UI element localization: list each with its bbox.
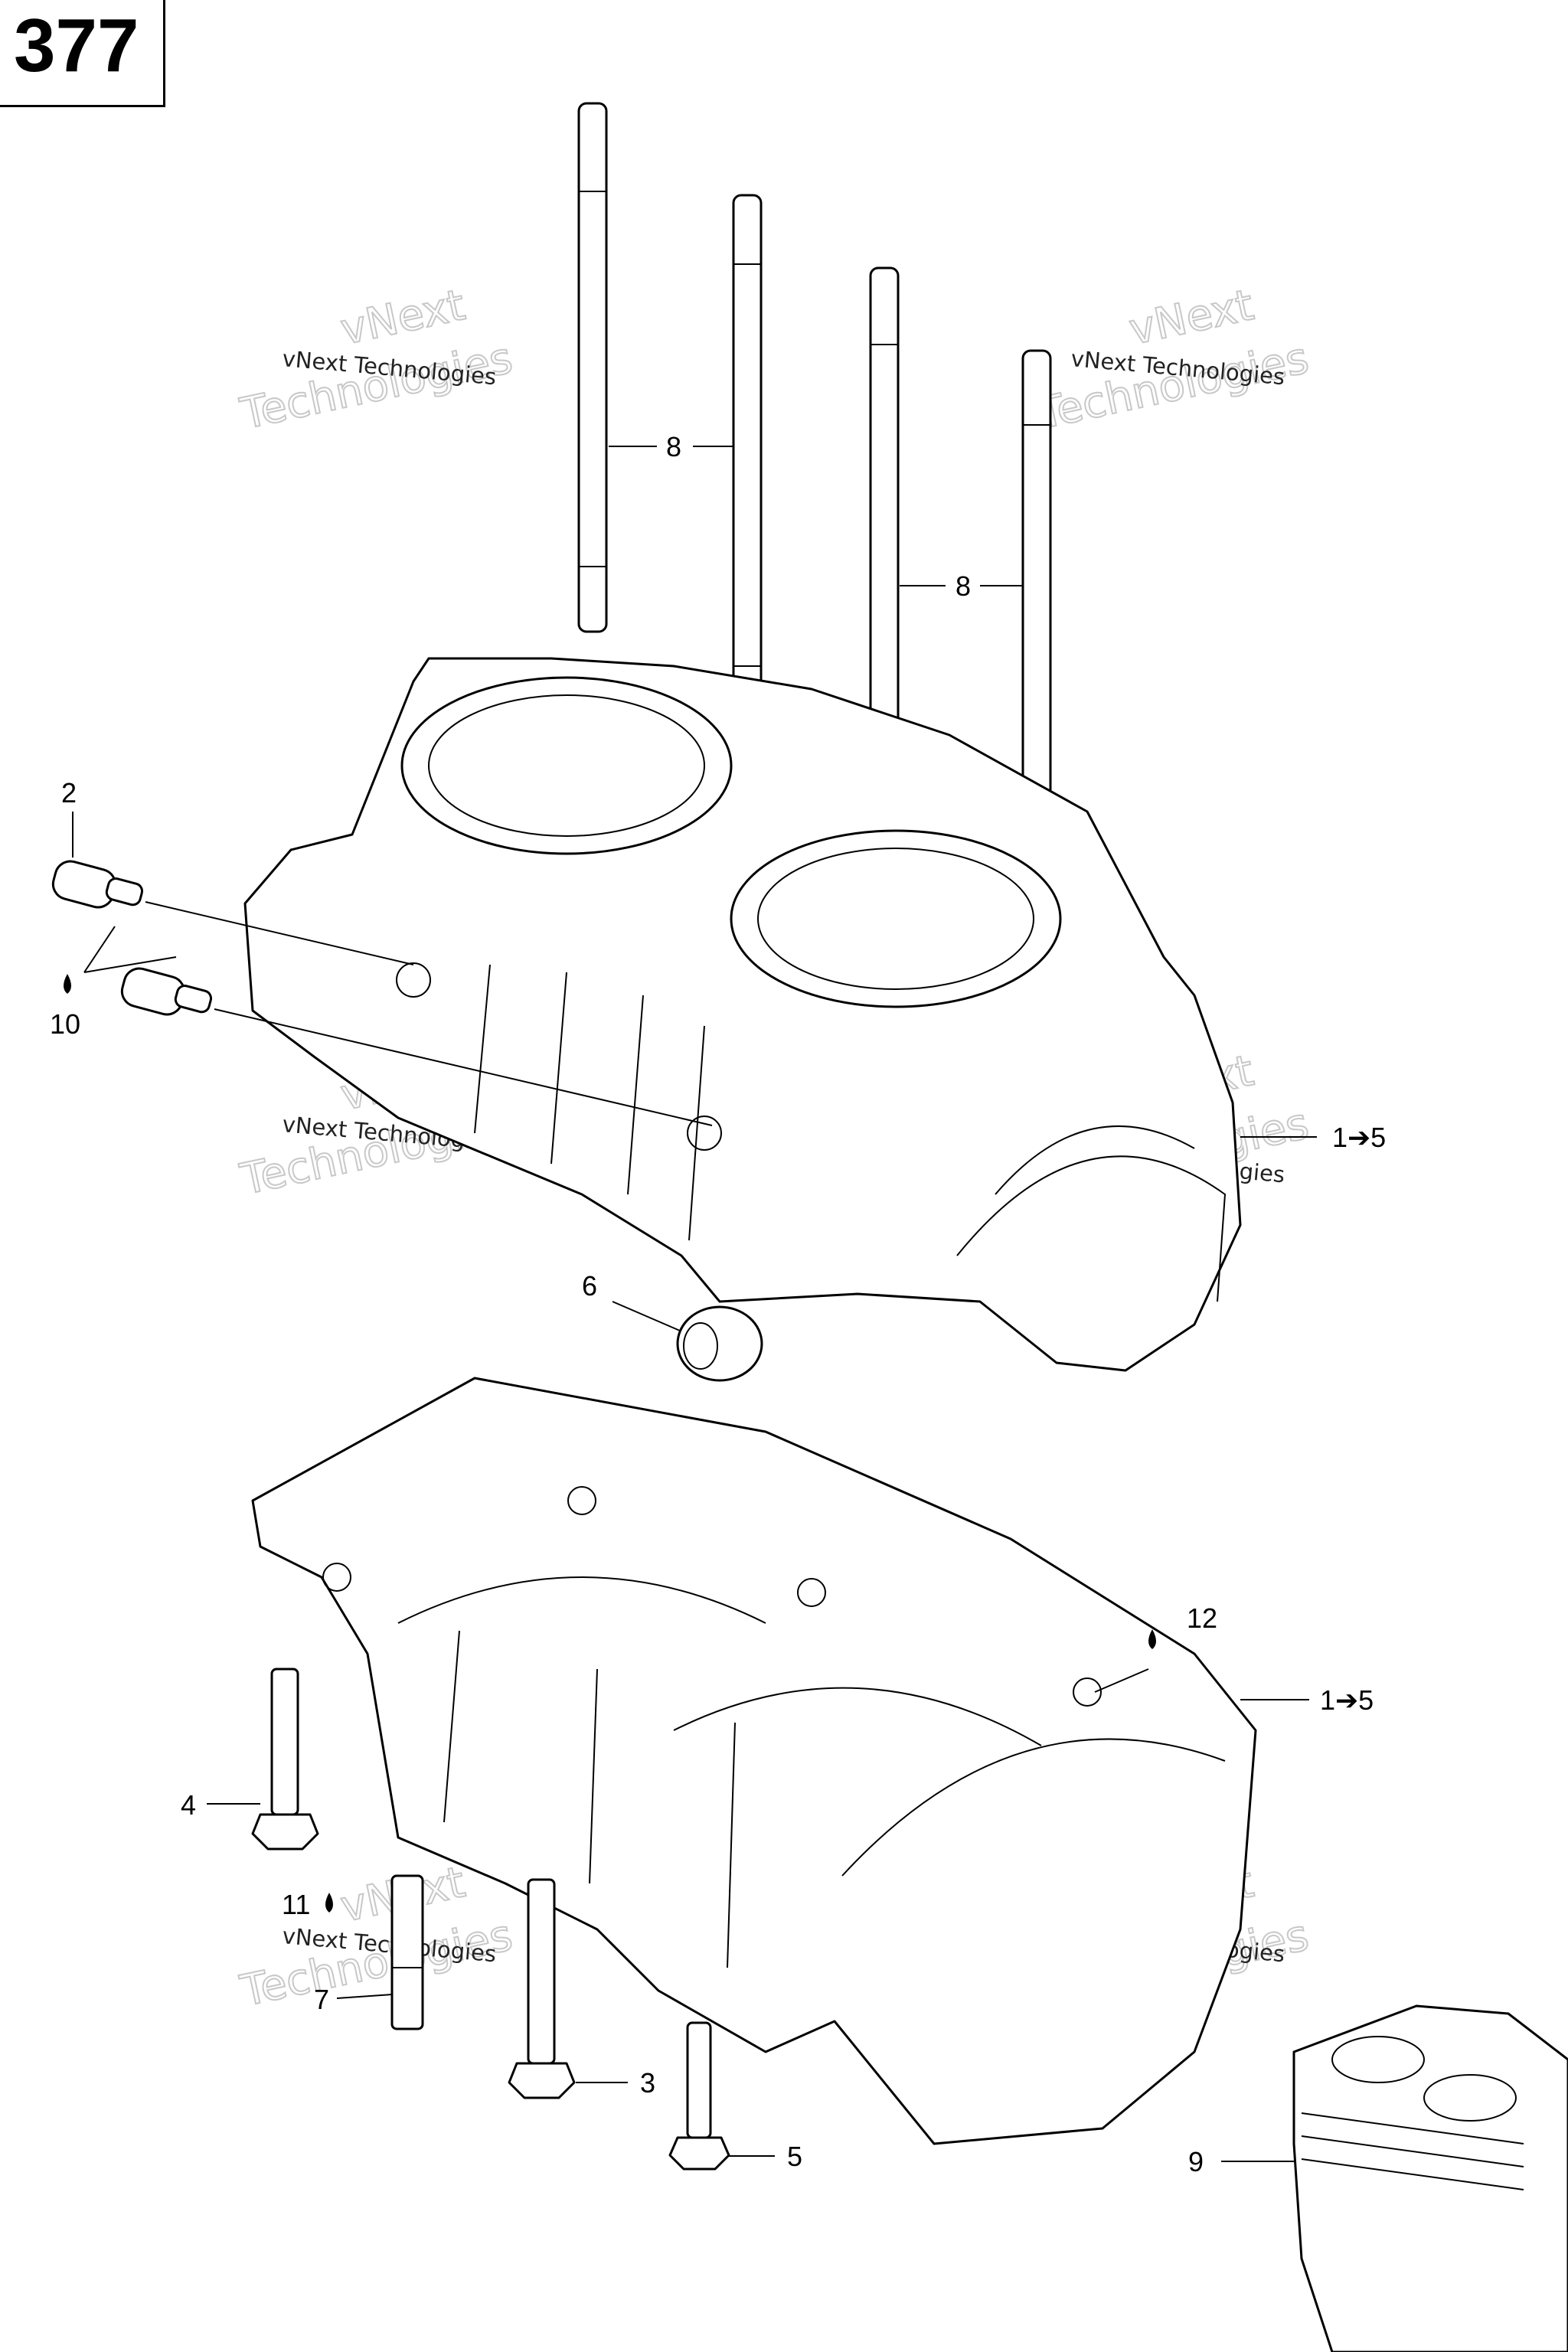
callout-2: 2	[61, 777, 77, 808]
leader-fitting-2b	[214, 1008, 713, 1126]
leader-fitting-2a	[145, 901, 414, 965]
oil-drop-icon-11	[325, 1893, 333, 1913]
callout-11: 11	[282, 1889, 310, 1920]
watermark-top-left: vNext Technologies vNext Technologies	[235, 279, 517, 440]
callout-10: 10	[50, 1008, 80, 1040]
callout-4: 4	[181, 1789, 196, 1821]
fitting-2a	[51, 860, 144, 909]
callout-1-5-lower: 1➔5	[1320, 1684, 1374, 1716]
callout-8-right: 8	[956, 570, 971, 602]
oil-drop-icon-10	[64, 974, 71, 994]
svg-text:vNext: vNext	[1125, 280, 1258, 355]
callout-5: 5	[787, 2141, 802, 2172]
callout-1-5-upper: 1➔5	[1332, 1122, 1386, 1153]
svg-text:vNext: vNext	[336, 280, 469, 355]
leader-lines	[72, 446, 1317, 2162]
callout-7: 7	[314, 1984, 329, 2015]
page-number: 377	[14, 3, 139, 87]
fitting-2b	[120, 967, 213, 1016]
watermark-bottom-left: vNext Technologies vNext Technologies	[235, 1857, 517, 2017]
callout-3: 3	[640, 2067, 655, 2099]
stud-7	[390, 1874, 424, 2030]
oil-drop-icon-12	[1148, 1629, 1156, 1649]
callout-9: 9	[1188, 2146, 1204, 2177]
stud-1	[577, 102, 608, 633]
watermark-top-right: vNext Technologies vNext Technologies	[1031, 279, 1313, 440]
bolt-5	[668, 2021, 730, 2171]
page-number-box: 377	[0, 0, 165, 107]
callout-12: 12	[1187, 1602, 1217, 1634]
upper-crankcase	[243, 657, 1242, 1372]
callout-6: 6	[582, 1270, 597, 1302]
engine-assembly-9	[1292, 2004, 1568, 2352]
bolt-3	[508, 1878, 576, 2099]
bolt-4	[251, 1668, 319, 1851]
lower-crankcase	[251, 1377, 1257, 2145]
grommet-6	[676, 1305, 763, 1382]
stud-2	[732, 194, 763, 725]
callout-8-left: 8	[666, 431, 681, 462]
